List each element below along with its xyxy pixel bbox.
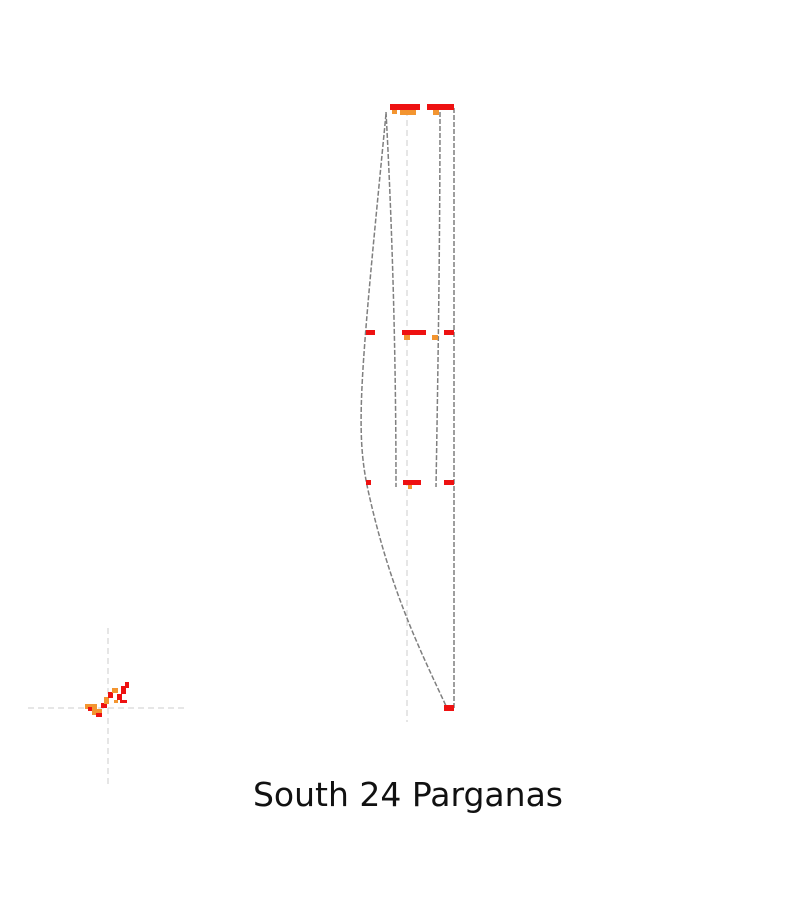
region-block bbox=[104, 697, 109, 704]
region-block bbox=[366, 480, 371, 485]
region-block bbox=[120, 700, 127, 703]
region-block bbox=[366, 330, 375, 335]
region-block bbox=[408, 485, 412, 489]
region-block bbox=[403, 480, 421, 485]
connector-lines bbox=[360, 108, 455, 709]
region-block bbox=[114, 700, 118, 703]
region-block bbox=[88, 707, 92, 711]
region-block bbox=[402, 330, 426, 335]
region-block bbox=[392, 110, 397, 114]
guide-lines bbox=[28, 110, 408, 788]
region-block bbox=[85, 704, 97, 709]
region-block bbox=[444, 480, 454, 485]
region-block bbox=[444, 330, 454, 335]
region-block bbox=[390, 104, 408, 110]
region-block bbox=[92, 709, 102, 715]
bottom-marker bbox=[444, 705, 454, 711]
region-block bbox=[444, 705, 454, 711]
region-block bbox=[112, 688, 118, 693]
region-block bbox=[427, 104, 454, 110]
district-title: South 24 Parganas bbox=[252, 775, 563, 814]
connector-outer bbox=[360, 113, 448, 709]
region-block bbox=[400, 110, 416, 115]
middle-band bbox=[366, 330, 454, 340]
region-block bbox=[432, 335, 438, 340]
connector-inner-right bbox=[435, 111, 441, 488]
region-block bbox=[433, 110, 439, 115]
region-block bbox=[117, 694, 122, 700]
region-block bbox=[108, 692, 113, 698]
region-block bbox=[125, 682, 129, 688]
region-block bbox=[96, 713, 102, 717]
region-block bbox=[404, 335, 410, 340]
region-block bbox=[121, 686, 126, 694]
top-band bbox=[390, 104, 454, 115]
inset-district-shape bbox=[85, 682, 129, 717]
region-block bbox=[408, 104, 420, 110]
region-block bbox=[101, 703, 107, 708]
connector-inner-left bbox=[385, 111, 397, 488]
lower-band bbox=[366, 480, 454, 489]
